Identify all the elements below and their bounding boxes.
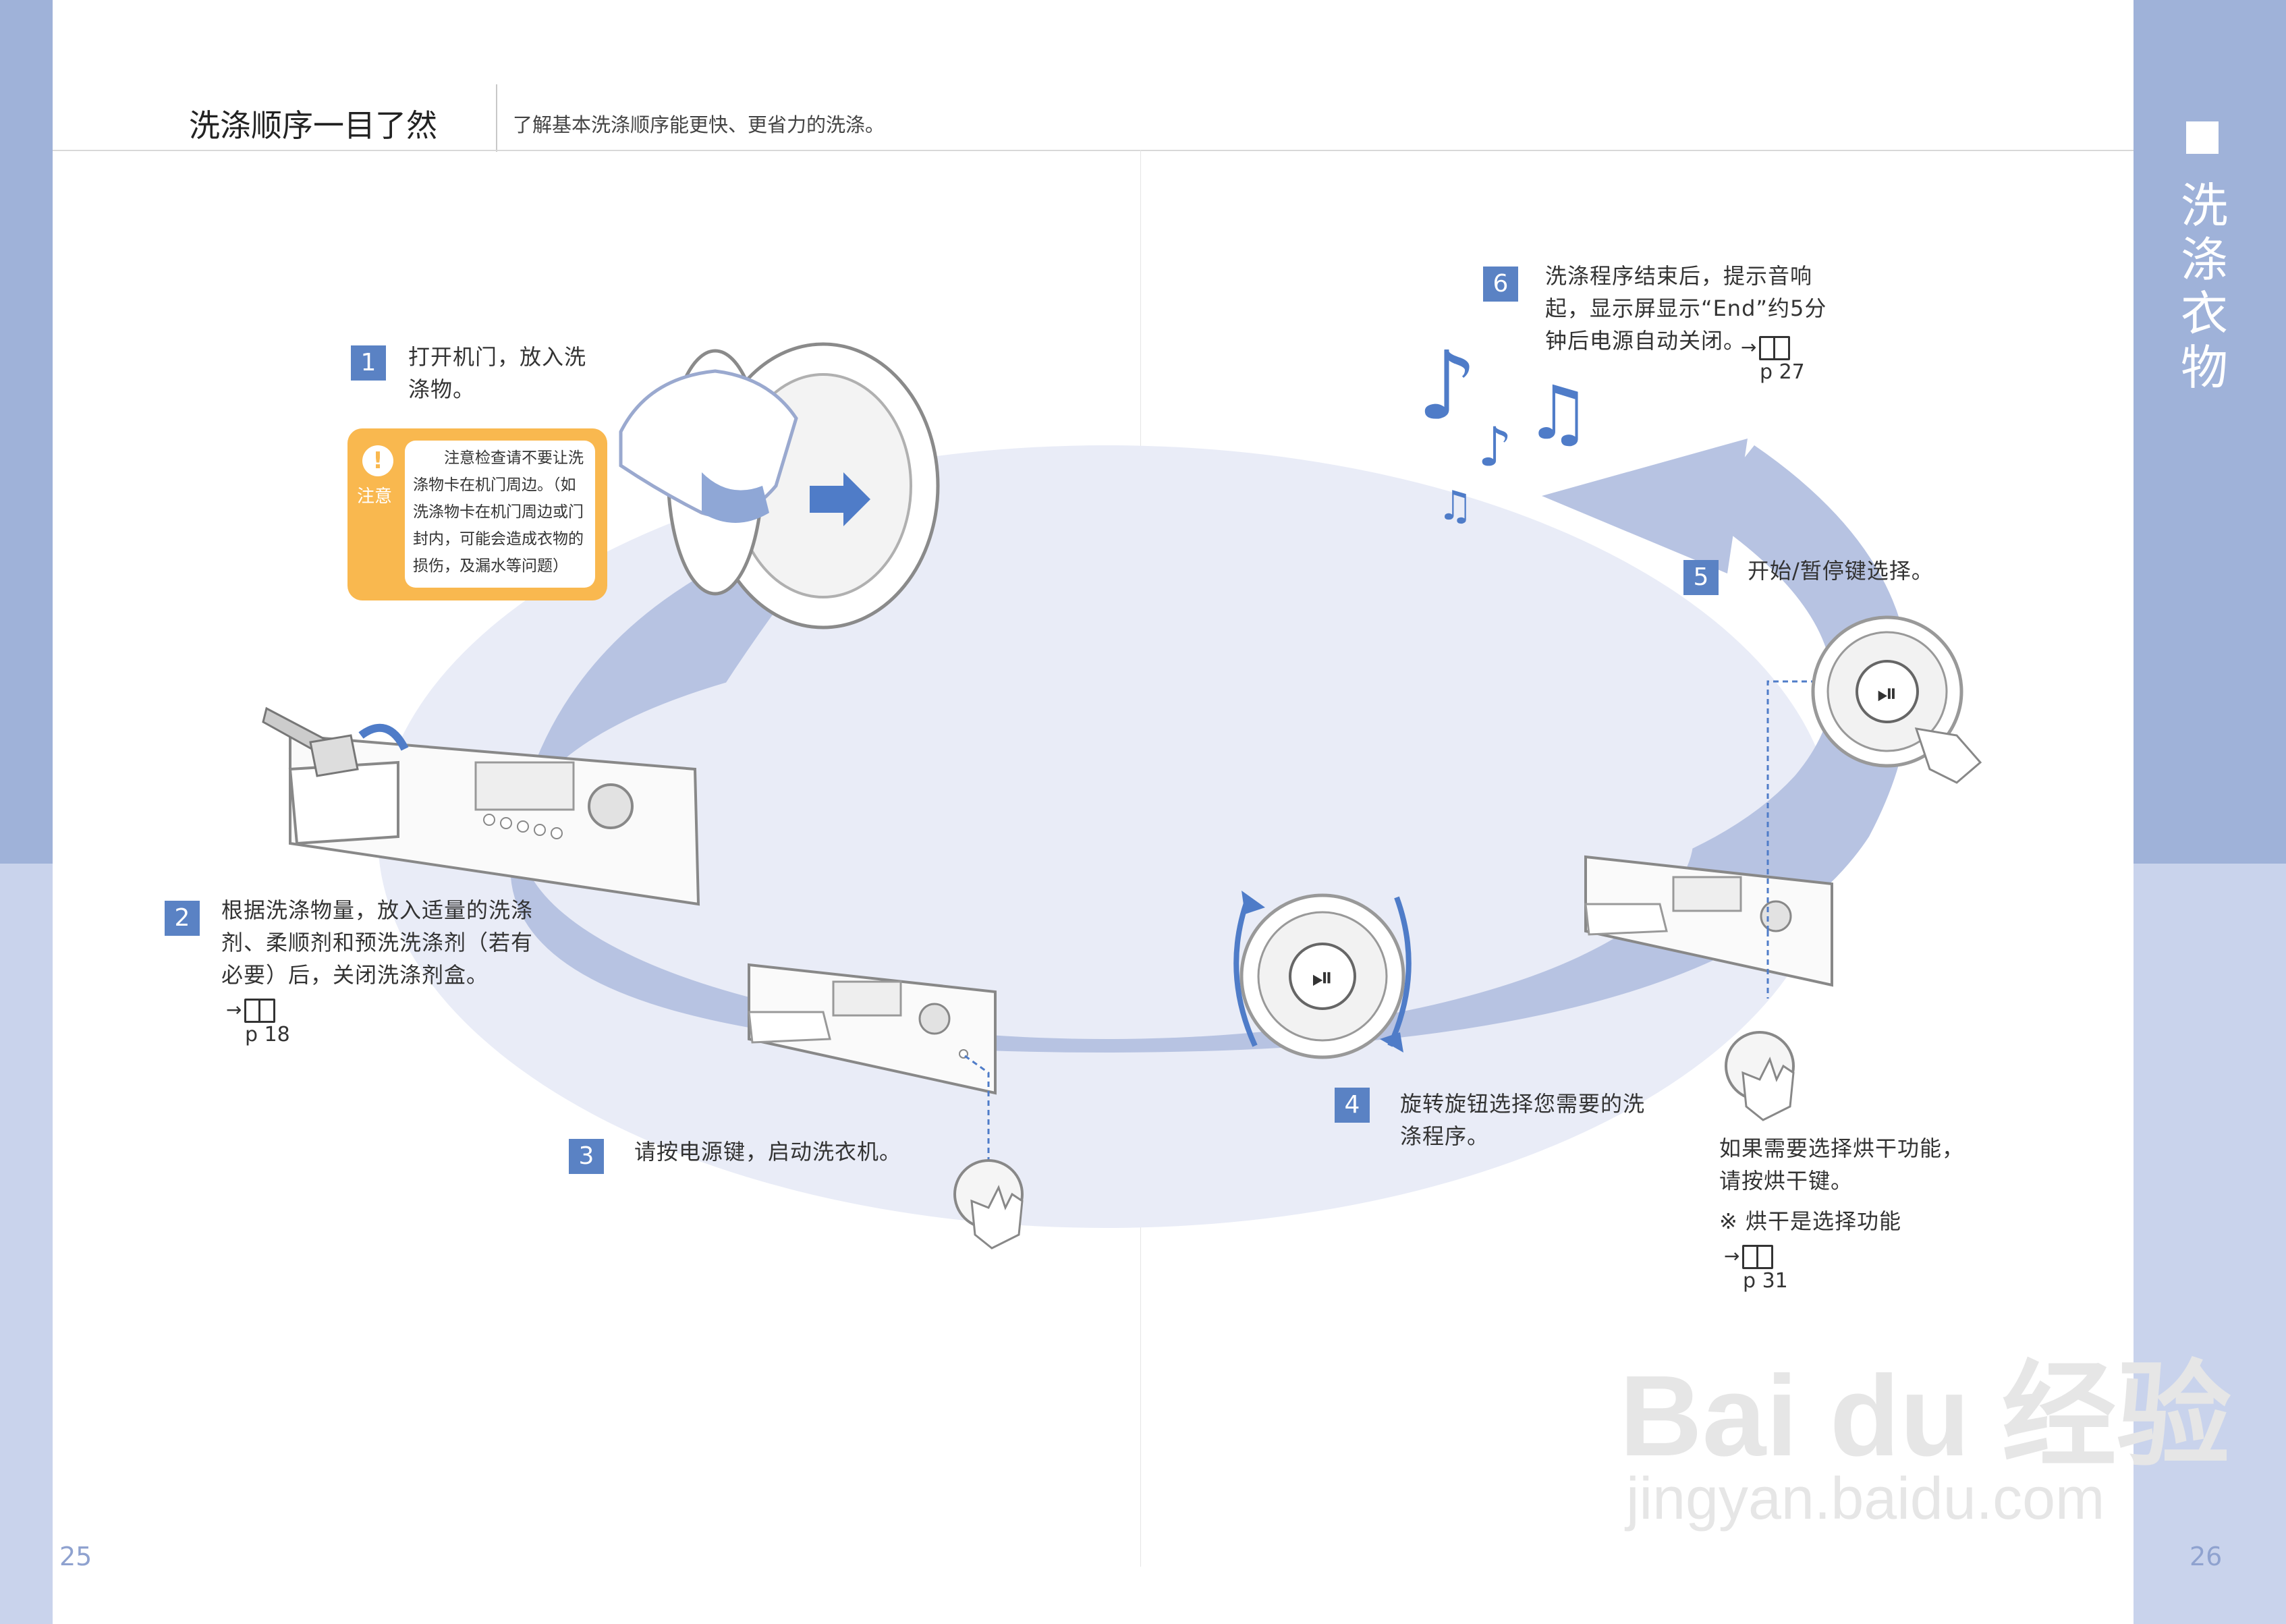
cycle-inner (520, 634, 1694, 1039)
step-3-badge: 3 (569, 1139, 604, 1174)
page-number-left: 25 (59, 1542, 92, 1571)
caution-text: 注意检查请不要让洗 涤物卡在机门周边。（如 洗涤物卡在机门周边或门 封内，可能会… (405, 441, 595, 588)
svg-text:♪: ♪ (1417, 331, 1477, 441)
detergent-drawer-image (262, 706, 700, 906)
header-rule (53, 150, 2134, 151)
step-5-badge: 5 (1683, 560, 1719, 595)
step-4-badge: 4 (1335, 1088, 1370, 1123)
cycle-arrowhead (1542, 439, 1748, 573)
step-4-text: 旋转旋钮选择您需要的洗 涤程序。 (1400, 1091, 1646, 1149)
program-dial-image-step4: ⏯ (1233, 891, 1412, 1059)
watermark-url: jingyan.baidu.com (1626, 1465, 2105, 1532)
chapter-title-vertical: 洗 涤 衣 物 (2181, 178, 2228, 395)
chapter-square-icon (2186, 121, 2219, 154)
washer-door-image (619, 342, 940, 629)
title-divider (496, 84, 497, 152)
reference-book-icon (1742, 1245, 1774, 1269)
step-2-reference: → p 18 (226, 999, 290, 1046)
reference-book-icon (1759, 336, 1791, 360)
dry-function-note: 如果需要选择烘干功能， 请按烘干键。 ※ 烘干是选择功能 (1719, 1136, 1965, 1234)
step-6-reference: → p 27 (1741, 336, 1805, 384)
step-1-text: 打开机门，放入洗 涤物。 (408, 344, 587, 402)
step-6-text: 洗涤程序结束后，提示音响 起，显示屏显示“End”约5分 钟后电源自动关闭。 (1545, 263, 1827, 354)
svg-text:♪: ♪ (1478, 416, 1512, 478)
right-margin-band-light (2134, 864, 2286, 1624)
watermark-brand: Bai du 经验 (1619, 1352, 2231, 1480)
step-6-badge: 6 (1483, 267, 1518, 302)
step-1-badge: 1 (351, 345, 386, 381)
hand-press-icon (953, 1159, 1024, 1250)
reference-book-icon (244, 999, 276, 1023)
control-panel-image-step3 (748, 963, 997, 1160)
control-panel-image-step5 (1584, 680, 1833, 999)
step-5-text: 开始/暂停键选择。 (1748, 558, 1934, 584)
page-subtitle: 了解基本洗涤顺序能更快、更省力的洗涤。 (513, 113, 885, 136)
svg-text:♫: ♫ (1525, 370, 1592, 456)
start-pause-dial-image: ⏯ (1811, 615, 1982, 784)
play-pause-icon: ⏯ (1312, 962, 1333, 993)
page-number-right: 26 (2190, 1542, 2223, 1571)
left-margin-band-light (0, 864, 53, 1624)
caution-icon: ! (362, 445, 393, 476)
hand-press-icon (1725, 1031, 1795, 1121)
music-notes-icon: ♪ ♪ ♫ ♫ (1417, 331, 1592, 530)
page-title: 洗涤顺序一目了然 (189, 107, 437, 144)
step-2-badge: 2 (165, 901, 200, 936)
left-margin-band-dark (0, 0, 53, 864)
step-2-text: 根据洗涤物量，放入适量的洗涤 剂、柔顺剂和预洗洗涤剂（若有 必要）后，关闭洗涤剂… (221, 897, 534, 988)
caution-box: ! 注意 注意检查请不要让洗 涤物卡在机门周边。（如 洗涤物卡在机门周边或门 封… (347, 428, 607, 600)
step-3-text: 请按电源键，启动洗衣机。 (634, 1139, 902, 1165)
caution-label: 注意 (357, 486, 393, 507)
svg-text:♫: ♫ (1437, 482, 1474, 530)
play-pause-icon: ⏯ (1877, 678, 1897, 708)
dry-reference: → p 31 (1724, 1245, 1788, 1293)
